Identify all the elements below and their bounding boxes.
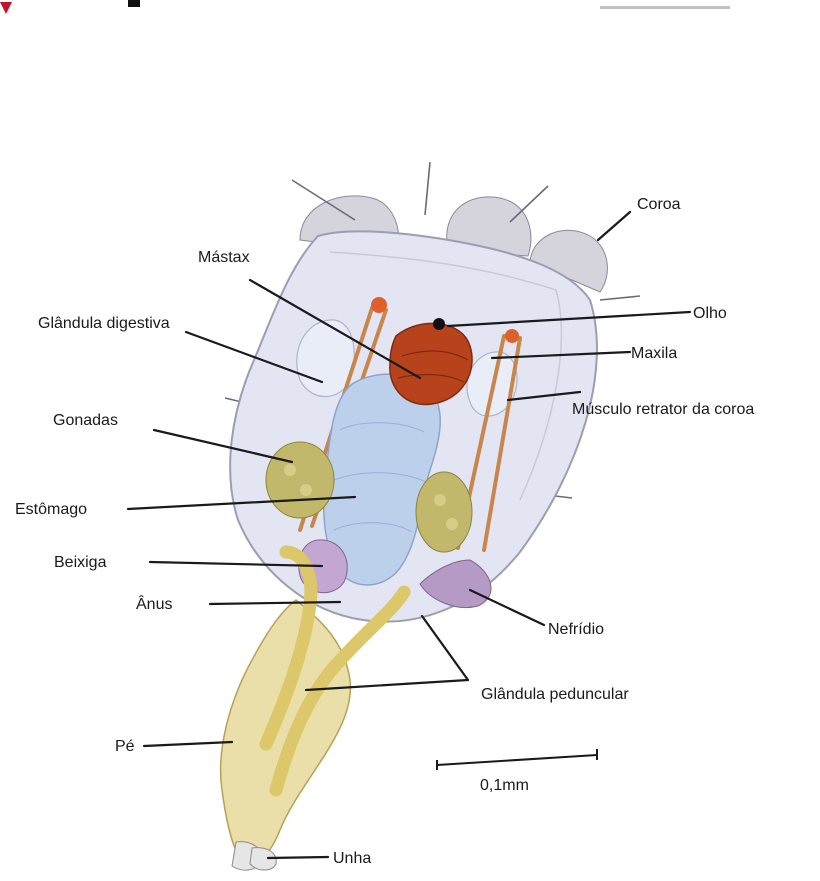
label-gonadas: Gonadas bbox=[53, 412, 118, 429]
label-beixiga: Beixiga bbox=[54, 554, 107, 571]
scale-bar: 0,1mm bbox=[437, 749, 597, 794]
label-mastax: Mástax bbox=[198, 249, 250, 266]
label-glandula-digestiva: Glândula digestiva bbox=[38, 315, 170, 332]
scale-bar-line bbox=[437, 749, 597, 770]
scale-bar-label: 0,1mm bbox=[480, 777, 529, 794]
label-estomago: Estômago bbox=[15, 501, 87, 518]
label-unha: Unha bbox=[333, 850, 371, 867]
cropped-header-fragment bbox=[0, 0, 730, 14]
label-coroa: Coroa bbox=[637, 196, 681, 213]
label-glandula-peduncular: Glândula peduncular bbox=[481, 686, 629, 703]
label-anus: Ânus bbox=[136, 594, 172, 613]
eye-spot bbox=[433, 318, 445, 330]
label-maxila: Maxila bbox=[631, 345, 677, 362]
label-nefridio: Nefrídio bbox=[548, 621, 604, 638]
label-pe: Pé bbox=[115, 738, 135, 755]
rotifer-illustration bbox=[221, 162, 640, 870]
label-musculo: Músculo retrator da coroa bbox=[572, 401, 754, 418]
foot-shape bbox=[221, 600, 351, 864]
label-olho: Olho bbox=[693, 305, 727, 322]
